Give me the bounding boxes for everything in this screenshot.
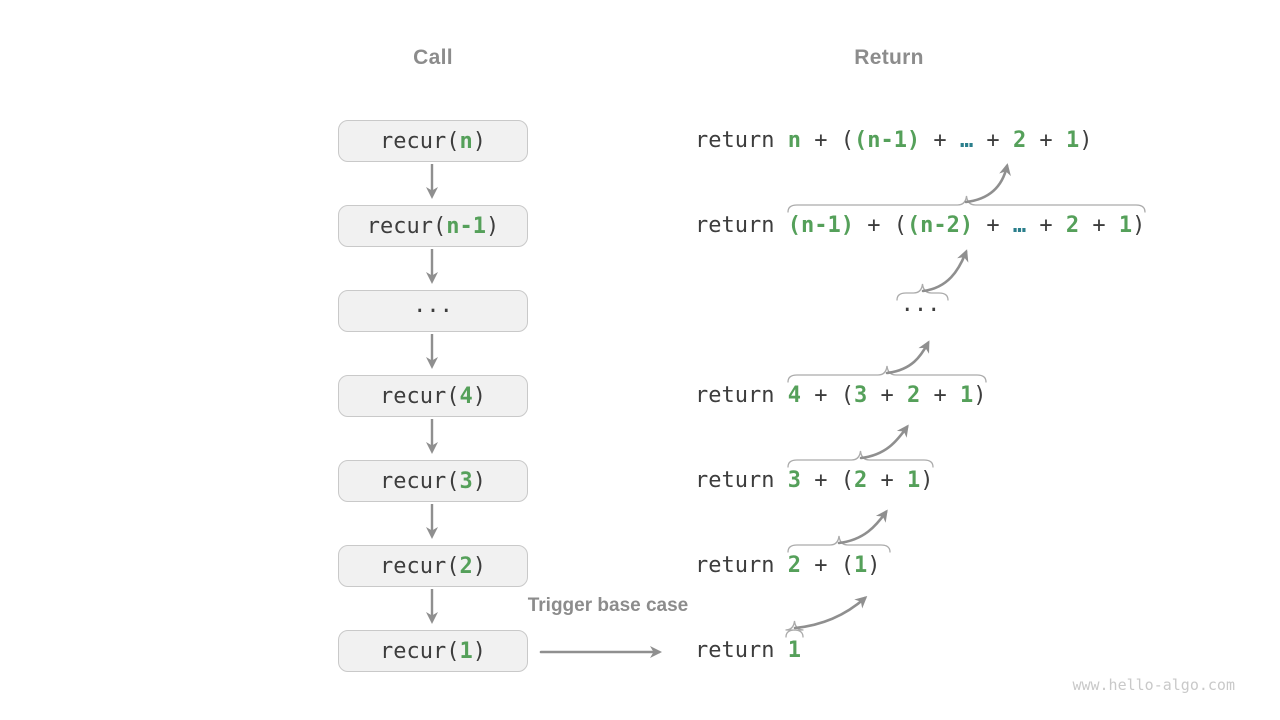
code-segment: return <box>695 553 788 578</box>
return-row-1: return 1 <box>695 637 801 665</box>
code-segment: + <box>867 383 907 408</box>
call-box-recur-n-1: recur(n-1) <box>338 205 528 247</box>
code-segment: 3 <box>853 383 868 408</box>
code-segment: + <box>920 128 960 153</box>
trigger-base-case-label: Trigger base case <box>527 595 689 616</box>
code-segment: ) <box>1132 213 1146 238</box>
return-arrow-1-to-2 <box>793 596 868 630</box>
code-segment: 1 <box>459 638 473 664</box>
code-segment: return <box>695 638 788 663</box>
code-segment: … <box>959 128 974 153</box>
code-segment: 2 <box>853 468 868 493</box>
code-segment: 1 <box>1118 213 1133 238</box>
code-segment: + <box>973 128 1013 153</box>
code-segment: ) <box>472 468 486 494</box>
return-arrow-2-to-3 <box>837 509 888 545</box>
code-segment: ) <box>1079 128 1093 153</box>
code-segment: + <box>1079 213 1119 238</box>
code-segment: 1 <box>787 638 801 663</box>
code-segment: recur( <box>380 128 460 154</box>
code-segment: return <box>695 213 788 238</box>
return-arrow-4-to-dots <box>885 340 930 375</box>
overbrace-row-2 <box>787 535 891 553</box>
code-segment: n <box>787 128 801 153</box>
code-segment: + <box>1026 213 1066 238</box>
code-segment: 2 <box>459 553 473 579</box>
code-segment: (n-1) <box>787 213 854 238</box>
code-segment: ) <box>485 213 500 239</box>
code-segment: (n-2) <box>906 213 974 238</box>
overbrace-row-1 <box>785 620 804 638</box>
code-segment: 4 <box>787 383 801 408</box>
call-column-header: Call <box>413 46 453 69</box>
return-column-header: Return <box>854 46 924 69</box>
return-row-n-1: return (n-1) + ((n-2) + … + 2 + 1) <box>695 212 1145 240</box>
code-segment: return <box>695 468 788 493</box>
code-segment: + ( <box>800 468 854 493</box>
return-row-n: return n + ((n-1) + … + 2 + 1) <box>695 127 1092 155</box>
code-segment: 1 <box>959 383 974 408</box>
code-segment: + ( <box>800 553 854 578</box>
return-arrow-n1-to-n <box>964 163 1011 204</box>
code-segment: ) <box>472 638 486 664</box>
code-segment: return <box>695 383 788 408</box>
code-segment: 2 <box>906 383 921 408</box>
code-segment: ··· <box>900 298 941 323</box>
return-row-3: return 3 + (2 + 1) <box>695 467 933 495</box>
call-box-recur-n: recur(n) <box>338 120 528 162</box>
code-segment: ) <box>472 128 486 154</box>
code-segment: ) <box>867 553 881 578</box>
code-segment: ) <box>472 383 486 409</box>
code-segment: … <box>1012 213 1027 238</box>
code-segment: + <box>1026 128 1066 153</box>
code-segment: recur( <box>380 383 460 409</box>
return-row-2: return 2 + (1) <box>695 552 880 580</box>
code-segment: recur( <box>380 468 460 494</box>
code-segment: recur( <box>366 213 447 239</box>
call-box-ellipsis: ··· <box>338 290 528 332</box>
call-box-recur-4: recur(4) <box>338 375 528 417</box>
return-arrow-3-to-4 <box>859 424 909 460</box>
code-segment: 3 <box>459 468 473 494</box>
code-segment: ··· <box>413 298 453 324</box>
code-segment: n-1 <box>446 213 486 239</box>
code-segment: 1 <box>853 553 868 578</box>
overbrace-row-n-1 <box>787 195 1146 213</box>
call-box-recur-2: recur(2) <box>338 545 528 587</box>
return-row-ellipsis: ··· <box>895 297 946 325</box>
call-box-recur-3: recur(3) <box>338 460 528 502</box>
watermark: www.hello-algo.com <box>1072 676 1235 694</box>
code-segment: 3 <box>787 468 801 493</box>
code-segment: return <box>695 128 788 153</box>
return-row-4: return 4 + (3 + 2 + 1) <box>695 382 986 410</box>
code-segment: + <box>867 468 907 493</box>
code-segment: + ( <box>800 383 854 408</box>
code-segment: 4 <box>459 383 473 409</box>
overbrace-row-4 <box>787 365 987 383</box>
code-segment: recur( <box>380 638 460 664</box>
overbrace-row-3 <box>787 450 934 468</box>
code-segment: n <box>459 128 473 154</box>
code-segment: ) <box>920 468 934 493</box>
code-segment: 1 <box>906 468 921 493</box>
call-box-recur-1: recur(1) <box>338 630 528 672</box>
code-segment: + ( <box>853 213 907 238</box>
code-segment: + <box>973 213 1013 238</box>
code-segment: + ( <box>800 128 854 153</box>
code-segment: ) <box>973 383 987 408</box>
code-segment: recur( <box>380 553 460 579</box>
code-segment: 1 <box>1065 128 1080 153</box>
return-arrow-dots-to-n1 <box>921 249 969 293</box>
code-segment: (n-1) <box>853 128 921 153</box>
code-segment: 2 <box>1065 213 1080 238</box>
code-segment: ) <box>472 553 486 579</box>
code-segment: + <box>920 383 960 408</box>
code-segment: 2 <box>787 553 801 578</box>
code-segment: 2 <box>1012 128 1027 153</box>
